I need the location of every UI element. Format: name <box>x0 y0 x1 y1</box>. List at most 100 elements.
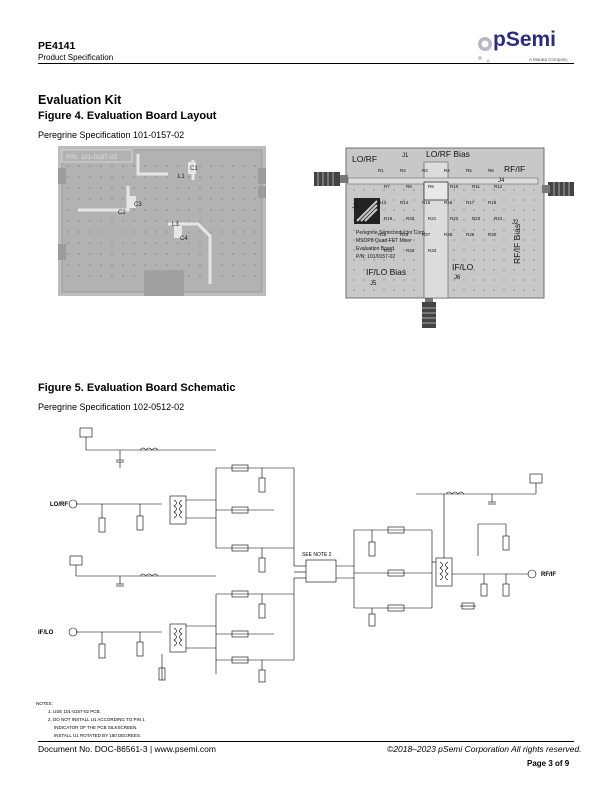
pcb-via <box>383 269 385 271</box>
pcb-ref-r10: R10 <box>450 184 459 189</box>
pcb-via <box>166 264 168 266</box>
pcb-ref-r18: R18 <box>488 200 497 205</box>
pcb-via <box>78 176 80 178</box>
pcb-via <box>67 209 69 211</box>
pcb-via <box>166 209 168 211</box>
pcb-via <box>353 239 355 241</box>
pcb-ref-r26: R26 <box>400 232 409 237</box>
pcb-ref-r32: R32 <box>406 248 415 253</box>
pcb-via <box>463 229 465 231</box>
pcb-via <box>78 242 80 244</box>
pcb-via <box>243 198 245 200</box>
pcb-via <box>393 289 395 291</box>
pcb-via <box>503 189 505 191</box>
pcb-via <box>393 199 395 201</box>
pcb-via <box>177 253 179 255</box>
pcb-via <box>100 187 102 189</box>
pcb-via <box>533 229 535 231</box>
pcb-via <box>513 289 515 291</box>
pcb-ref-r4: R4 <box>444 168 450 173</box>
pcb-via <box>353 289 355 291</box>
pcb-via <box>254 198 256 200</box>
pcb-via <box>89 165 91 167</box>
board-text-line1: Peregrine Semiconductor Corp. <box>356 230 426 236</box>
sma-connector-right <box>542 182 574 196</box>
pcb-via <box>513 189 515 191</box>
pcb-via <box>133 220 135 222</box>
port-rf-if: RF/IF <box>541 572 556 578</box>
logo-tagline: A Murata Company <box>529 57 568 62</box>
pcb-via <box>188 242 190 244</box>
pcb-via <box>67 187 69 189</box>
pcb-via <box>353 279 355 281</box>
pcb-via <box>503 209 505 211</box>
pcb-via <box>232 187 234 189</box>
pcb-via <box>78 165 80 167</box>
pcb-via <box>363 269 365 271</box>
pcb-via <box>232 209 234 211</box>
port-lo-rf: LO/RF <box>50 502 68 508</box>
pcb-via <box>533 199 535 201</box>
pcb-via <box>373 279 375 281</box>
pcb-via <box>243 176 245 178</box>
pcb-via <box>393 249 395 251</box>
pcb-via <box>67 253 69 255</box>
pcb-via <box>453 289 455 291</box>
pcb-via <box>78 231 80 233</box>
pcb-via <box>413 289 415 291</box>
label-lo-rf-bias: LO/RF Bias <box>426 149 470 159</box>
pcb-via <box>453 219 455 221</box>
pcb-via <box>463 249 465 251</box>
pcb-ref-r25: R25 <box>378 232 387 237</box>
pcb-via <box>523 209 525 211</box>
pcb-via <box>463 209 465 211</box>
pcb-via <box>133 231 135 233</box>
pcb-via <box>533 249 535 251</box>
pcb-via <box>483 209 485 211</box>
pcb-ref-r23: R23 <box>472 216 481 221</box>
pcb-via <box>383 189 385 191</box>
pcb-via <box>513 219 515 221</box>
pcb-via <box>353 189 355 191</box>
pcb-via <box>503 229 505 231</box>
notes-heading: NOTES: <box>36 701 53 706</box>
pcb-via <box>67 264 69 266</box>
pcb-via <box>122 275 124 277</box>
pcb-via <box>483 269 485 271</box>
pcb-via <box>413 269 415 271</box>
pcb-via <box>232 176 234 178</box>
board-text-line4: P/N: 101/0157-02 <box>356 254 395 260</box>
pcb-via <box>166 220 168 222</box>
pcb-via <box>100 176 102 178</box>
label-lo-rf: LO/RF <box>352 154 377 164</box>
pcb-via <box>373 259 375 261</box>
pcb-via <box>210 220 212 222</box>
pcb-via <box>523 249 525 251</box>
pcb-ref-r1: R1 <box>378 168 384 173</box>
pcb-via <box>177 242 179 244</box>
pcb-via <box>133 253 135 255</box>
pcb-via <box>111 165 113 167</box>
header-rule <box>38 63 574 64</box>
pcb-ref-r13: R13 <box>378 200 387 205</box>
pcb-via <box>383 279 385 281</box>
pcb-ref-r6: R6 <box>488 168 494 173</box>
figure5-spec: Peregrine Specification 102-0512-02 <box>38 402 185 412</box>
evaluation-board-schematic: LO/RF IF/LO RF/IF SEE NOTE 2 <box>38 427 556 683</box>
footer-rule <box>38 741 574 742</box>
pcb-via <box>100 165 102 167</box>
pcb-via <box>523 199 525 201</box>
pcb-via <box>144 209 146 211</box>
pcb-via <box>188 264 190 266</box>
pcb-via <box>523 259 525 261</box>
pcb-via <box>111 187 113 189</box>
pcb-via <box>403 259 405 261</box>
pcb-via <box>254 242 256 244</box>
see-note-label: SEE NOTE 2 <box>302 552 332 558</box>
pcb-via <box>403 219 405 221</box>
pcb-ref-r31: R31 <box>384 248 393 253</box>
pcb-via <box>221 264 223 266</box>
pcb-via <box>363 249 365 251</box>
pcb-via <box>393 279 395 281</box>
pcb-via <box>100 220 102 222</box>
